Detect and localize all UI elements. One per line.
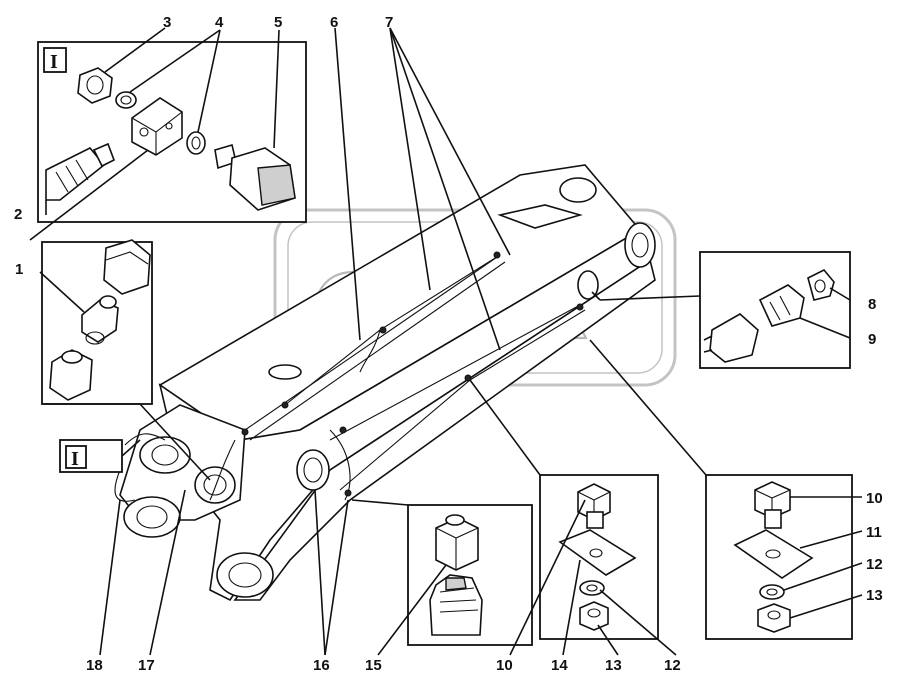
callout-3: 3 bbox=[163, 14, 171, 31]
callout-16: 16 bbox=[313, 657, 330, 674]
detail-box-bottom-bolt-a bbox=[539, 474, 659, 640]
callout-6: 6 bbox=[330, 14, 338, 31]
callout-12-right: 12 bbox=[866, 556, 883, 573]
callout-11: 11 bbox=[866, 524, 882, 541]
callout-labels: 3 4 5 6 7 2 1 8 9 10 11 12 13 18 17 16 1… bbox=[14, 14, 883, 674]
callout-10-right: 10 bbox=[866, 490, 883, 507]
callout-8: 8 bbox=[868, 296, 876, 313]
detail-box-bottom-bolt-b bbox=[705, 474, 853, 640]
detail-box-bottom-fitting bbox=[407, 504, 533, 646]
callout-13-right: 13 bbox=[866, 587, 883, 604]
detail-box-right bbox=[699, 251, 851, 369]
callout-17: 17 bbox=[138, 657, 155, 674]
callout-15: 15 bbox=[365, 657, 382, 674]
detail-box-left bbox=[41, 239, 153, 405]
callout-10-bottom: 10 bbox=[496, 657, 513, 674]
callout-1: 1 bbox=[15, 261, 23, 278]
section-marker-foot: I bbox=[59, 439, 141, 473]
callout-18: 18 bbox=[86, 657, 103, 674]
boom-assembly bbox=[114, 164, 656, 602]
callout-7: 7 bbox=[385, 14, 393, 31]
leader-lines bbox=[29, 27, 863, 656]
callout-12-bottom: 12 bbox=[664, 657, 681, 674]
section-marker-roman-2: I bbox=[71, 448, 79, 470]
callout-5: 5 bbox=[274, 14, 282, 31]
section-marker-roman: I bbox=[50, 51, 58, 73]
callout-9: 9 bbox=[868, 331, 876, 348]
callout-14: 14 bbox=[551, 657, 568, 674]
callout-2: 2 bbox=[14, 206, 22, 223]
callout-4: 4 bbox=[215, 14, 224, 31]
detail-box-top-left: I bbox=[37, 41, 307, 223]
callout-13-bottom: 13 bbox=[605, 657, 622, 674]
